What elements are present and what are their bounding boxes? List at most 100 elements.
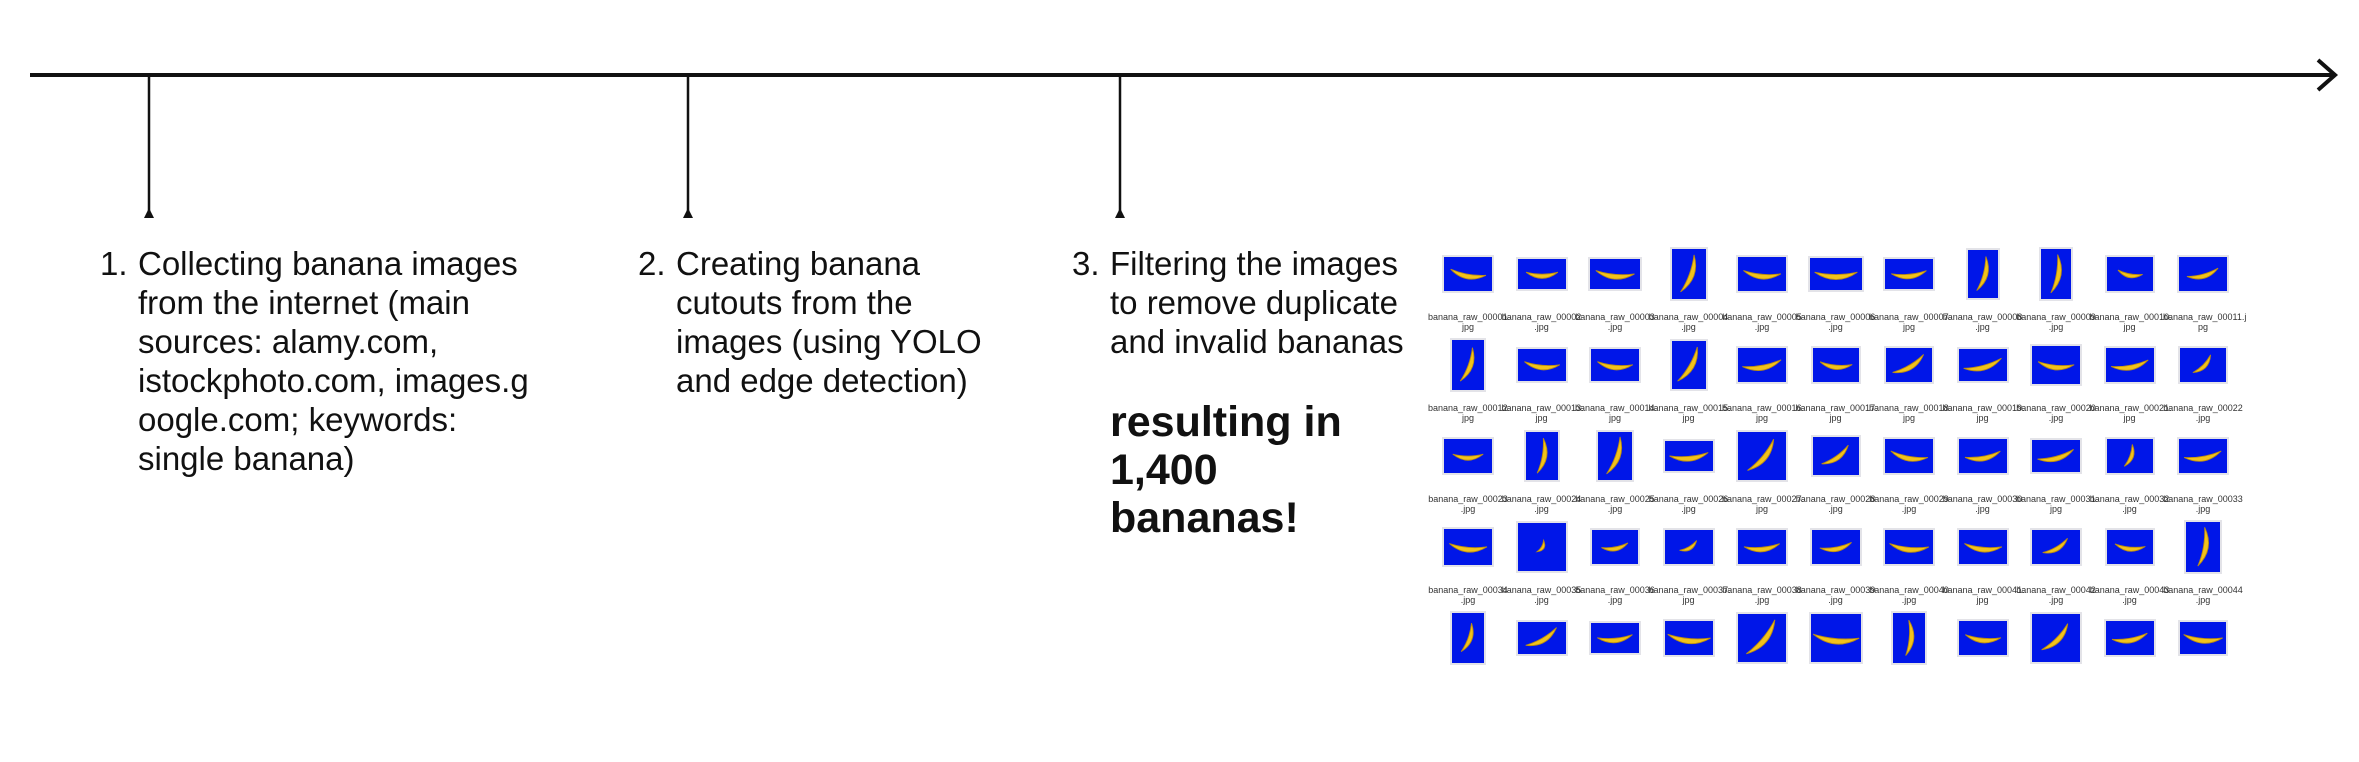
thumbnail-filename: banana_raw_00019.jpg (1943, 403, 2025, 423)
filename-line-2: .jpg (1681, 322, 1696, 332)
filename-line-1: banana_raw_00018. (1869, 403, 1952, 413)
banana-image (2104, 528, 2155, 566)
timeline-arrowhead (2316, 58, 2339, 92)
filename-line-1: banana_raw_00020 (2016, 403, 2096, 413)
thumbnail-filename: banana_raw_00014.jpg (1575, 403, 1658, 423)
filename-line-1: banana_raw_00021. (2089, 403, 2172, 413)
banana-image (1669, 247, 1708, 301)
banana-icon (1452, 453, 1484, 461)
banana-icon (1820, 444, 1849, 465)
filename-line-2: .jpg (1534, 595, 1549, 605)
banana-image (2039, 247, 2073, 301)
banana-image (1810, 435, 1861, 477)
banana-image (1662, 619, 1715, 657)
banana-image (1956, 528, 2009, 566)
filename-line-1: banana_raw_00015. (1648, 403, 1731, 413)
banana-icon (1601, 542, 1629, 552)
result-highlight: resulting in 1,400 bananas! (1110, 398, 1342, 542)
thumbnail-filename: banana_raw_00022.jpg (2163, 403, 2243, 423)
banana-image (1956, 619, 2009, 657)
banana-icon (1889, 543, 1929, 553)
banana-image (1736, 528, 1788, 566)
banana-image (2177, 255, 2229, 293)
thumbnail-filename: banana_raw_00041.jpg (1943, 585, 2025, 605)
filename-line-2: jpg (1902, 413, 1915, 423)
banana-icon (1595, 270, 1635, 280)
banana-image (1891, 611, 1927, 665)
thumbnail-filename: banana_raw_00010.jpg (2090, 312, 2172, 332)
banana-icon (1892, 354, 1925, 374)
banana-image (1515, 257, 1568, 291)
banana-image (2030, 344, 2082, 386)
banana-icon (2050, 254, 2062, 294)
filename-line-2: jpg (1976, 595, 1989, 605)
filename-line-1: banana_raw_00014. (1575, 403, 1658, 413)
filename-line-2: .jpg (2048, 322, 2064, 332)
filename-line-1: banana_raw_00025 (1575, 494, 1655, 504)
filename-line-2: .jpg (1828, 504, 1843, 514)
filename-line-2: jpg (1461, 322, 1474, 332)
thumbnail-filename: banana_raw_00024.jpg (1502, 494, 1582, 514)
filename-line-1: banana_raw_00017. (1795, 403, 1878, 413)
thumbnail-filename: banana_raw_00025.jpg (1575, 494, 1655, 514)
thumbnail-filename: banana_raw_00015.jpg (1648, 403, 1731, 423)
thumbnail-filename: banana_raw_00006.jpg (1796, 312, 1876, 332)
filename-line-2: jpg (1535, 413, 1548, 423)
banana-icon (1746, 619, 1776, 655)
banana-icon (1819, 361, 1852, 370)
banana-image (1596, 430, 1634, 482)
banana-image (1965, 248, 2000, 300)
filename-line-1: banana_raw_00006 (1795, 312, 1876, 322)
timeline (30, 58, 2339, 218)
banana-icon (2123, 444, 2134, 467)
banana-image (2103, 346, 2156, 384)
filename-line-2: .jpg (1901, 595, 1917, 605)
banana-icon (1606, 436, 1623, 475)
banana-icon (1813, 271, 1858, 281)
filename-line-2: jpg (1682, 413, 1695, 423)
filename-line-1: banana_raw_00022 (2163, 403, 2243, 413)
banana-image (1515, 347, 1568, 383)
banana-icon (1666, 633, 1711, 645)
filename-line-1: banana_raw_00034 (1428, 585, 1508, 595)
banana-image (1956, 437, 2009, 475)
banana-icon (1525, 271, 1558, 279)
banana-image (1589, 347, 1641, 383)
thumbnail-filename: banana_raw_00007.jpg (1869, 312, 1951, 332)
filename-line-1: banana_raw_00044 (2163, 585, 2243, 595)
thumbnail-filename: banana_raw_00027.jpg (1722, 494, 1804, 514)
thumbnail-filename: banana_raw_00030.jpg (1943, 494, 2023, 514)
banana-image (1883, 528, 1935, 566)
filename-line-2: jpg (2049, 504, 2062, 514)
banana-icon (2197, 527, 2210, 567)
banana-icon (1975, 256, 1989, 291)
filename-line-1: banana_raw_00024 (1501, 494, 1582, 504)
filename-line-1: banana_raw_00012. (1428, 403, 1511, 413)
banana-image (1883, 257, 1935, 291)
filename-line-1: banana_raw_00036 (1575, 585, 1655, 595)
thumbnail-filename: banana_raw_00032.jpg (2090, 494, 2170, 514)
filename-line-1: banana_raw_00004 (1648, 312, 1729, 322)
banana-icon (2114, 543, 2146, 552)
banana-image (1956, 347, 2009, 383)
banana-icon (1890, 450, 1929, 462)
filename-line-1: banana_raw_00037. (1648, 585, 1731, 595)
filename-line-2: .jpg (1828, 595, 1843, 605)
thumbnail-filename: banana_raw_00028.jpg (1796, 494, 1876, 514)
banana-icon (1891, 270, 1927, 280)
banana-icon (1964, 634, 2001, 644)
banana-image (2030, 438, 2082, 474)
banana-icon (1742, 359, 1782, 372)
banana-icon (2042, 537, 2068, 554)
banana-icon (2111, 632, 2148, 644)
thumbnail-filename: banana_raw_00039.jpg (1796, 585, 1876, 605)
filename-line-1: banana_raw_00040 (1869, 585, 1949, 595)
banana-icon (1963, 543, 2002, 553)
banana-image (1884, 346, 1934, 384)
banana-image (2178, 620, 2228, 656)
filename-line-1: banana_raw_00039 (1795, 585, 1876, 595)
banana-image (1450, 611, 1486, 665)
banana-icon (1523, 361, 1560, 371)
filename-line-2: pg (2197, 322, 2208, 332)
thumbnail-filename: banana_raw_00016.jpg (1722, 403, 1804, 423)
